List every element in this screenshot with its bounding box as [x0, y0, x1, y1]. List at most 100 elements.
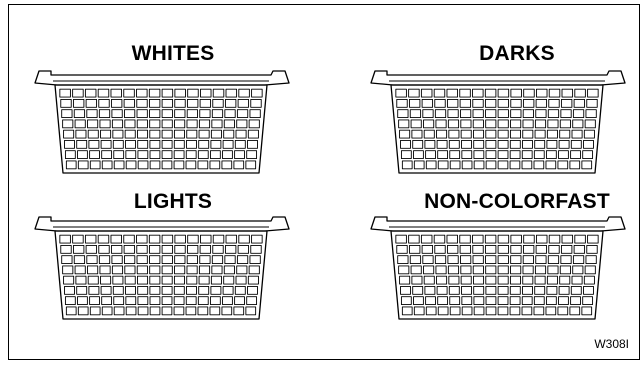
basket-hole	[549, 245, 559, 253]
basket-hole	[150, 256, 160, 264]
basket-hole	[534, 151, 544, 159]
basket-hole	[199, 140, 209, 148]
basket-hole	[409, 245, 419, 253]
basket-hole	[149, 99, 159, 107]
basket-hole	[536, 89, 547, 97]
basket-hole	[449, 276, 459, 284]
basket-hole	[498, 286, 508, 294]
basket-hole	[150, 120, 160, 128]
basket-hole	[401, 286, 411, 294]
basket-hole	[187, 286, 197, 294]
basket-hole	[560, 130, 570, 138]
basket-hole	[523, 130, 533, 138]
basket-hole	[522, 307, 532, 315]
basket-hole	[248, 130, 258, 138]
basket-hole	[162, 245, 172, 253]
basket-hole	[162, 276, 172, 284]
basket-hole	[559, 140, 569, 148]
basket-hole	[99, 245, 109, 253]
basket-hole	[412, 130, 422, 138]
basket-hole	[548, 120, 558, 128]
basket-lights	[33, 215, 293, 321]
basket-hole	[222, 161, 232, 169]
basket-hole	[225, 256, 235, 264]
basket-hole	[137, 120, 147, 128]
basket-hole	[396, 235, 407, 243]
basket-hole	[246, 161, 256, 169]
basket-hole	[498, 256, 508, 264]
basket-hole	[584, 286, 594, 294]
basket-hole	[486, 120, 496, 128]
basket-hole	[546, 151, 556, 159]
basket-hole	[474, 307, 484, 315]
basket-hole	[138, 286, 148, 294]
basket-hole	[400, 276, 410, 284]
basket-hole	[174, 307, 184, 315]
basket-hole	[86, 99, 96, 107]
basket-hole	[397, 99, 407, 107]
basket-hole	[399, 120, 409, 128]
basket-hole	[211, 276, 221, 284]
basket-hole	[99, 99, 109, 107]
basket-hole	[162, 130, 172, 138]
basket-hole	[421, 235, 432, 243]
basket-hole	[250, 110, 260, 118]
basket-hole	[125, 266, 135, 274]
basket-hole	[523, 266, 533, 274]
basket-hole	[498, 140, 508, 148]
basket-hole	[448, 110, 458, 118]
basket-hole	[89, 286, 99, 294]
basket-hole	[486, 256, 496, 264]
basket-hole	[586, 110, 596, 118]
basket-hole	[126, 307, 136, 315]
basket-hole	[536, 256, 546, 264]
basket-hole	[175, 89, 186, 97]
basket-hole	[474, 286, 484, 294]
basket-hole	[210, 151, 220, 159]
basket-hole	[409, 235, 420, 243]
basket-hole	[138, 161, 148, 169]
basket-hole	[77, 286, 87, 294]
basket-hole	[449, 140, 459, 148]
basket-hole	[126, 140, 136, 148]
basket-hole	[162, 235, 173, 243]
basket-hole	[88, 276, 98, 284]
basket-hole	[61, 99, 71, 107]
basket-hole	[150, 276, 160, 284]
basket-hole	[572, 130, 582, 138]
basket-hole	[187, 276, 197, 284]
basket-hole	[460, 110, 470, 118]
basket-hole	[426, 297, 436, 305]
basket-hole	[137, 256, 147, 264]
basket-hole	[211, 130, 221, 138]
basket-hole	[535, 140, 545, 148]
basket-hole	[548, 256, 558, 264]
basket-hole	[199, 120, 209, 128]
basket-hole	[486, 110, 496, 118]
basket-hole	[252, 89, 263, 97]
basket-hole	[498, 266, 508, 274]
basket-hole	[511, 256, 521, 264]
basket-hole	[573, 256, 583, 264]
basket-hole	[162, 307, 172, 315]
basket-hole	[448, 266, 458, 274]
basket-hole	[561, 99, 571, 107]
basket-hole	[186, 161, 196, 169]
basket-hole	[88, 120, 98, 128]
basket-hole	[536, 99, 546, 107]
basket-hole	[423, 256, 433, 264]
basket-hole	[137, 245, 147, 253]
basket-hole	[174, 140, 184, 148]
basket-hole	[498, 120, 508, 128]
basket-hole	[486, 286, 496, 294]
basket-hole	[137, 130, 147, 138]
basket-hole	[101, 130, 111, 138]
basket-hole	[399, 266, 409, 274]
basket-hole	[523, 245, 533, 253]
basket-hole	[234, 161, 244, 169]
basket-hole	[400, 130, 410, 138]
basket-hole	[175, 235, 186, 243]
basket-hole	[114, 307, 124, 315]
basket-hole	[523, 110, 533, 118]
basket-rim	[35, 71, 289, 85]
